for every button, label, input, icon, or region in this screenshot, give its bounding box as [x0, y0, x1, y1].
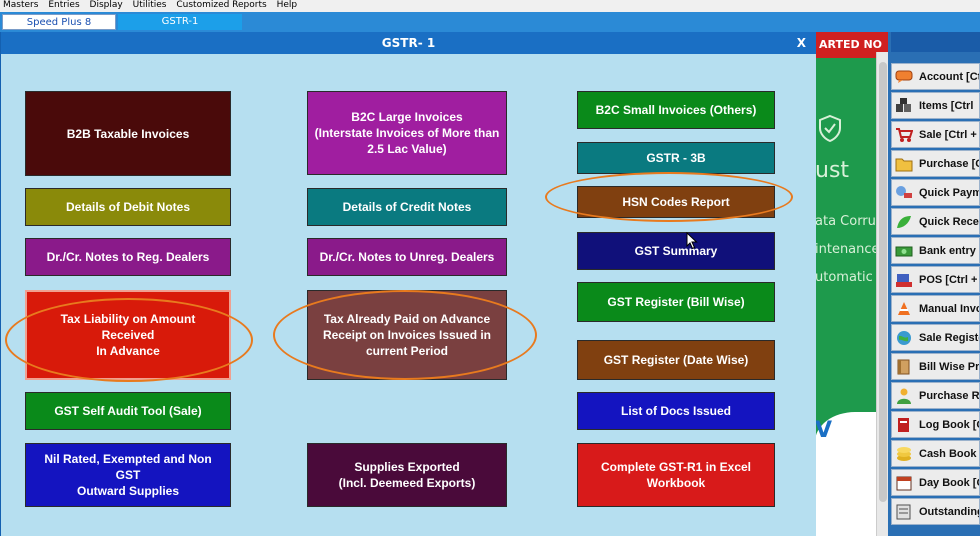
gst-register-date-wise-button[interactable]: GST Register (Date Wise)	[577, 340, 775, 380]
sidebar-item-items-ctrl[interactable]: Items [Ctrl	[891, 92, 980, 119]
sidebar-item-label: Sale Registe	[919, 331, 980, 344]
menu-masters[interactable]: Masters	[3, 0, 39, 10]
menu-display[interactable]: Display	[89, 0, 123, 10]
person-icon	[895, 388, 913, 404]
debit-notes-button[interactable]: Details of Debit Notes	[25, 188, 231, 226]
complete-gstr1-excel-button[interactable]: Complete GST-R1 in Excel Workbook	[577, 443, 775, 507]
boxes-icon	[895, 97, 913, 114]
sidebar-item-account-ct[interactable]: Account [Ct	[891, 63, 980, 90]
b2b-taxable-invoices-button[interactable]: B2B Taxable Invoices	[25, 91, 231, 176]
b2c-large-invoices-button[interactable]: B2C Large Invoices (Interstate Invoices …	[307, 91, 507, 175]
list-of-docs-button[interactable]: List of Docs Issued	[577, 392, 775, 430]
sidebar-item-label: Bank entry	[919, 244, 976, 257]
credit-notes-button[interactable]: Details of Credit Notes	[307, 188, 507, 226]
background-text-data: ata Corrup	[815, 214, 885, 229]
sidebar-item-day-book-c[interactable]: Day Book [C	[891, 469, 980, 496]
b2c-small-invoices-button[interactable]: B2C Small Invoices (Others)	[577, 91, 775, 129]
gstr-3b-button[interactable]: GSTR - 3B	[577, 142, 775, 174]
folder-icon	[895, 156, 913, 172]
sidebar-header	[891, 32, 980, 52]
sidebar-item-label: Day Book [C	[919, 476, 980, 489]
dashboard-background: ARTED NO ust ata Corrup intenance utomat…	[815, 32, 888, 536]
supplies-exported-button[interactable]: Supplies Exported (Incl. Deemeed Exports…	[307, 443, 507, 507]
background-text-maintenance: intenance	[815, 242, 880, 257]
menu-utilities[interactable]: Utilities	[132, 0, 167, 10]
sidebar-item-quick-receip[interactable]: Quick Receip	[891, 208, 980, 235]
logbook-icon	[895, 417, 913, 433]
shield-icon	[819, 114, 841, 142]
tab-bar: Speed Plus 8 GSTR-1	[0, 12, 980, 32]
globe-icon	[895, 330, 913, 346]
reg-dealers-notes-button[interactable]: Dr./Cr. Notes to Reg. Dealers	[25, 238, 231, 276]
sidebar-item-bank-entry[interactable]: Bank entry	[891, 237, 980, 264]
pos-icon	[895, 272, 913, 288]
sidebar-item-label: Manual Invo	[919, 302, 980, 315]
menu-bar: Masters Entries Display Utilities Custom…	[0, 0, 980, 12]
sidebar-item-label: Quick Receip	[919, 215, 979, 228]
gst-self-audit-button[interactable]: GST Self Audit Tool (Sale)	[25, 392, 231, 430]
scrollbar-thumb[interactable]	[879, 62, 887, 502]
sidebar-item-outstanding[interactable]: Outstanding	[891, 498, 980, 525]
sidebar-item-pos-ctrl[interactable]: POS [Ctrl +	[891, 266, 980, 293]
speech-bubble-icon	[895, 69, 913, 85]
cloud-text: V	[815, 418, 833, 443]
gstr1-dialog: GSTR- 1 X B2B Taxable Invoices Details o…	[0, 32, 816, 536]
tab-gstr1[interactable]: GSTR-1	[118, 14, 242, 30]
tab-speed-plus[interactable]: Speed Plus 8	[2, 14, 116, 30]
sidebar-item-log-book-c[interactable]: Log Book [C	[891, 411, 980, 438]
tax-liability-advance-button[interactable]: Tax Liability on Amount Received In Adva…	[25, 290, 231, 380]
divider	[888, 32, 891, 536]
background-text-automatic: utomatic	[815, 270, 873, 285]
sidebar-item-label: Bill Wise Pro	[919, 360, 980, 373]
ledger-icon	[895, 504, 913, 520]
sidebar-item-label: Purchase Re	[919, 389, 980, 402]
book-icon	[895, 359, 913, 375]
dialog-title: GSTR- 1	[1, 32, 816, 54]
coins-icon	[895, 446, 913, 462]
sidebar-item-purchase-re[interactable]: Purchase Re	[891, 382, 980, 409]
gst-register-bill-wise-button[interactable]: GST Register (Bill Wise)	[577, 282, 775, 322]
sidebar-item-label: Outstanding	[919, 505, 980, 518]
tax-already-paid-button[interactable]: Tax Already Paid on Advance Receipt on I…	[307, 290, 507, 380]
sidebar-item-sale-registe[interactable]: Sale Registe	[891, 324, 980, 351]
pen-icon	[895, 185, 913, 201]
sidebar-item-manual-invo[interactable]: Manual Invo	[891, 295, 980, 322]
money-icon	[895, 243, 913, 259]
sidebar-item-purchase-c[interactable]: Purchase [C	[891, 150, 980, 177]
sidebar-item-label: POS [Ctrl +	[919, 273, 978, 286]
sidebar-item-bill-wise-pro[interactable]: Bill Wise Pro	[891, 353, 980, 380]
menu-help[interactable]: Help	[276, 0, 298, 10]
cone-icon	[895, 301, 913, 317]
background-text-trust: ust	[815, 158, 850, 183]
sidebar-item-sale-ctrl[interactable]: Sale [Ctrl +	[891, 121, 980, 148]
daybook-icon	[895, 475, 913, 491]
cart-icon	[895, 127, 913, 143]
sidebar-item-label: Quick Payme	[919, 186, 979, 199]
nil-rated-supplies-button[interactable]: Nil Rated, Exempted and Non GST Outward …	[25, 443, 231, 507]
sidebar-item-quick-payme[interactable]: Quick Payme	[891, 179, 980, 206]
sidebar-item-label: Items [Ctrl	[919, 99, 974, 112]
sidebar-item-label: Purchase [C	[919, 157, 980, 170]
gst-summary-button[interactable]: GST Summary	[577, 232, 775, 270]
background-scrollbar[interactable]	[876, 52, 889, 536]
leaf-icon	[895, 214, 913, 230]
sidebar-item-label: Account [Ct	[919, 70, 980, 83]
close-button[interactable]: X	[796, 36, 806, 50]
sidebar-item-label: Sale [Ctrl +	[919, 128, 977, 141]
sidebar-item-label: Log Book [C	[919, 418, 980, 431]
unreg-dealers-notes-button[interactable]: Dr./Cr. Notes to Unreg. Dealers	[307, 238, 507, 276]
menu-entries[interactable]: Entries	[48, 0, 80, 10]
sidebar-item-cash-book[interactable]: Cash Book	[891, 440, 980, 467]
sidebar-item-label: Cash Book	[919, 447, 977, 460]
hsn-codes-report-button[interactable]: HSN Codes Report	[577, 186, 775, 218]
getting-started-banner: ARTED NO	[815, 32, 888, 58]
menu-customized-reports[interactable]: Customized Reports	[176, 0, 267, 10]
cloud-shape	[815, 412, 888, 536]
mouse-cursor-icon	[686, 232, 698, 250]
